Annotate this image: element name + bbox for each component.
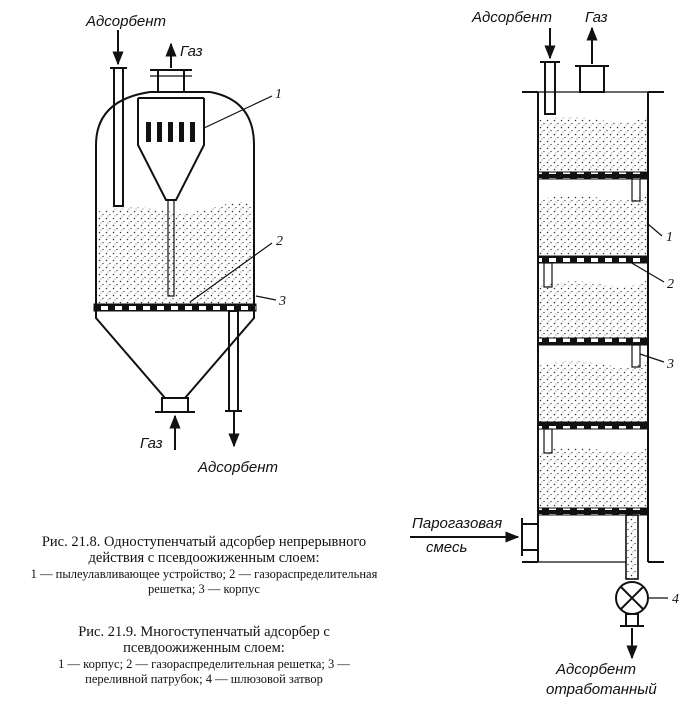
fig1-adsorbent-inlet-pipe	[110, 30, 127, 207]
fig2-label-vapor-gas-2: смесь	[426, 539, 467, 556]
fig2-label-spent-1: Адсорбент	[555, 661, 636, 678]
fig1-dust-return-pipe	[167, 199, 175, 297]
fig2-bed-sections	[538, 116, 648, 508]
fig2-callout-3: 3	[666, 357, 674, 372]
fig1-callout-3: 3	[278, 294, 286, 309]
fig1-bottom-cone	[95, 310, 255, 399]
fig1-leader-3	[255, 295, 277, 301]
fig1-label-gas-out: Газ	[180, 43, 203, 60]
fig2-column-shell	[522, 91, 664, 563]
fig2-label-spent-2: отработанный	[546, 681, 657, 698]
fig2-caption-legend: 1 — корпус; 2 — газораспределительная ре…	[58, 657, 350, 686]
fig2-caption-title: Рис. 21.9. Многоступенчатый адсорбер с п…	[78, 624, 330, 656]
fig1-leader-1	[203, 95, 273, 129]
fig2-callout-4: 4	[672, 592, 679, 607]
fig1-callout-1: 1	[275, 87, 282, 102]
fig2-spent-adsorbent-pipe	[615, 514, 649, 660]
fig1-adsorbent-outlet-pipe	[225, 310, 242, 448]
fig1-caption-legend: 1 — пылеулавливающее устройство; 2 — газ…	[30, 567, 378, 596]
fig1-dust-collector-slots	[146, 122, 195, 142]
fig2-callout-1: 1	[666, 230, 673, 245]
fig2-caption: Рис. 21.9. Многоступенчатый адсорбер с п…	[30, 624, 378, 687]
fig2-label-vapor-gas-1: Парогазовая	[412, 515, 502, 532]
fig2-leader-2	[629, 261, 665, 283]
fig2-vapor-gas-inlet	[410, 518, 539, 556]
fig1-leader-2	[189, 242, 273, 303]
fig1-label-gas-in: Газ	[140, 435, 163, 452]
fig1-gas-outlet-nozzle	[150, 42, 192, 93]
fig1-fluidized-bed	[96, 201, 254, 304]
fig2-overflow-pipes	[543, 178, 641, 454]
fig2-adsorbent-inlet-pipe	[540, 28, 560, 115]
fig1-caption: Рис. 21.8. Одноступенчатый адсорбер непр…	[30, 534, 378, 597]
fig1-single-stage-adsorber: Адсорбент Газ Газ Адсорбент 1 2 3	[85, 13, 286, 476]
fig2-gas-outlet-nozzle	[575, 26, 609, 93]
fig1-label-adsorbent-out: Адсорбент	[197, 459, 278, 476]
fig1-label-adsorbent-in: Адсорбент	[85, 13, 166, 30]
fig2-leader-1	[647, 223, 663, 237]
fig1-distribution-grid	[93, 303, 257, 312]
fig2-leader-3	[639, 353, 665, 363]
fig2-callout-2: 2	[667, 277, 674, 292]
fig1-gas-inlet-nozzle	[155, 397, 195, 450]
fig1-caption-title: Рис. 21.8. Одноступенчатый адсорбер непр…	[41, 534, 367, 566]
fig1-callout-2: 2	[276, 234, 283, 249]
fig2-label-adsorbent-in: Адсорбент	[471, 9, 552, 26]
fig2-label-gas-out: Газ	[585, 9, 608, 26]
fig1-dust-collector	[137, 97, 205, 297]
fig2-multistage-adsorber: Адсорбент Газ Парогазовая смесь Адсорбен…	[410, 9, 679, 698]
